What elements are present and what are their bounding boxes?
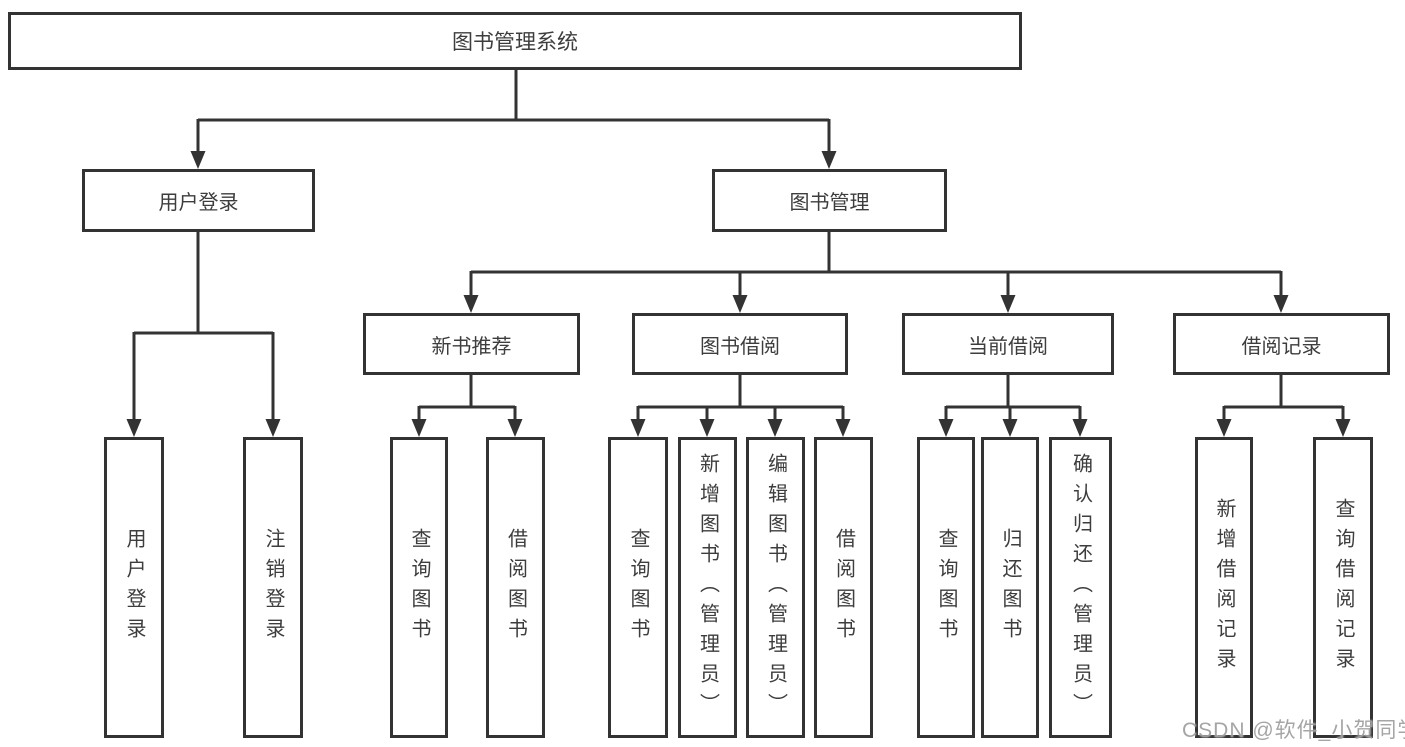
connector-root [196, 70, 831, 153]
arrow-down-icon [190, 151, 206, 169]
arrow-down-icon [126, 419, 142, 437]
node-label: 查询借阅记录 [1332, 497, 1354, 678]
arrow-down-icon [1000, 295, 1016, 313]
node-label: 新增图书（管理员） [696, 452, 719, 723]
arrow-down-icon [938, 419, 954, 437]
node-new-book-recommend: 新书推荐 [363, 313, 580, 375]
leaf-edit-books-admin: 编辑图书（管理员） [746, 437, 805, 738]
leaf-borrow-books: 借阅图书 [814, 437, 873, 738]
leaf-return-books: 归还图书 [981, 437, 1039, 738]
node-label: 借阅记录 [1241, 335, 1322, 358]
arrowheads [126, 151, 1351, 437]
node-label: 图书管理系统 [452, 31, 578, 54]
arrow-down-icon [767, 419, 783, 437]
arrow-down-icon [1072, 419, 1088, 437]
connector-borrow-records [1222, 375, 1345, 421]
node-label: 图书管理 [789, 192, 870, 214]
arrow-down-icon [630, 419, 646, 437]
arrow-down-icon [835, 419, 851, 437]
node-label: 新增借阅记录 [1213, 497, 1235, 678]
node-label: 用户登录 [123, 527, 145, 648]
connector-current-borrow [944, 375, 1082, 421]
node-library-management-system: 图书管理系统 [8, 12, 1022, 70]
node-label: 查询图书 [935, 527, 957, 648]
leaf-query-books-recommend: 查询图书 [390, 437, 448, 738]
node-label: 借阅图书 [832, 527, 855, 648]
node-label: 查询图书 [627, 527, 649, 648]
arrow-down-icon [699, 419, 715, 437]
leaf-user-login: 用户登录 [104, 437, 164, 738]
connector-new-book-recommend [417, 375, 517, 421]
node-label: 借阅图书 [504, 527, 527, 648]
node-current-borrow: 当前借阅 [902, 313, 1114, 375]
arrow-down-icon [821, 151, 837, 169]
node-book-borrow: 图书借阅 [632, 313, 848, 375]
node-label: 新书推荐 [431, 335, 512, 358]
leaf-query-books-current: 查询图书 [917, 437, 975, 738]
node-label: 确认归还（管理员） [1069, 452, 1092, 723]
node-label: 注销登录 [262, 527, 284, 648]
leaf-add-borrow-record: 新增借阅记录 [1195, 437, 1253, 738]
arrow-down-icon [1002, 419, 1018, 437]
arrow-down-icon [1273, 295, 1289, 313]
leaf-query-books-borrow: 查询图书 [608, 437, 668, 738]
arrow-down-icon [411, 419, 427, 437]
arrow-down-icon [1216, 419, 1232, 437]
node-label: 查询图书 [408, 527, 430, 648]
node-label: 图书借阅 [700, 335, 780, 358]
arrow-down-icon [463, 295, 479, 313]
connector-book-borrow [636, 375, 845, 421]
leaf-confirm-return-admin: 确认归还（管理员） [1049, 437, 1112, 738]
node-label: 归还图书 [999, 527, 1021, 648]
leaf-logout: 注销登录 [243, 437, 303, 738]
arrow-down-icon [265, 419, 281, 437]
node-borrow-records: 借阅记录 [1173, 313, 1390, 375]
connector-user-login [132, 232, 275, 421]
node-label: 编辑图书（管理员） [764, 452, 787, 723]
node-book-management: 图书管理 [712, 169, 947, 232]
leaf-add-books-admin: 新增图书（管理员） [678, 437, 737, 738]
csdn-watermark: CSDN @软件_小贺同学 [1182, 719, 1405, 742]
arrow-down-icon [507, 419, 523, 437]
arrow-down-icon [1335, 419, 1351, 437]
node-label: 用户登录 [158, 192, 239, 214]
node-label: 当前借阅 [968, 335, 1048, 358]
connector-book-management [469, 232, 1283, 297]
leaf-borrow-books-recommend: 借阅图书 [486, 437, 545, 738]
leaf-query-borrow-record: 查询借阅记录 [1313, 437, 1373, 738]
node-user-login: 用户登录 [82, 169, 315, 232]
arrow-down-icon [732, 295, 748, 313]
